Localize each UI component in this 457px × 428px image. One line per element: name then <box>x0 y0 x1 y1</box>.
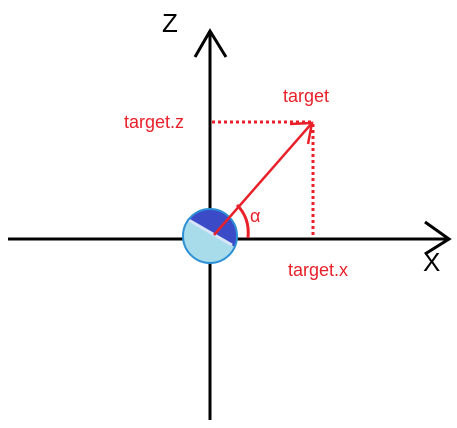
target-vector <box>213 122 313 236</box>
target-z-label: target.z <box>124 112 184 132</box>
x-axis-label: X <box>423 247 440 277</box>
angle-arc <box>235 203 250 239</box>
z-axis-label: Z <box>162 8 178 38</box>
x-axis-arrowhead <box>424 220 452 256</box>
angle-alpha-label: α <box>250 206 260 226</box>
sphere-cap-edge <box>186 217 233 247</box>
target-vector-arrowhead <box>289 121 314 145</box>
target-x-label: target.x <box>288 260 348 280</box>
origin-sphere <box>182 208 238 264</box>
target-label: target <box>283 86 329 106</box>
z-axis-arrowhead <box>193 28 228 58</box>
